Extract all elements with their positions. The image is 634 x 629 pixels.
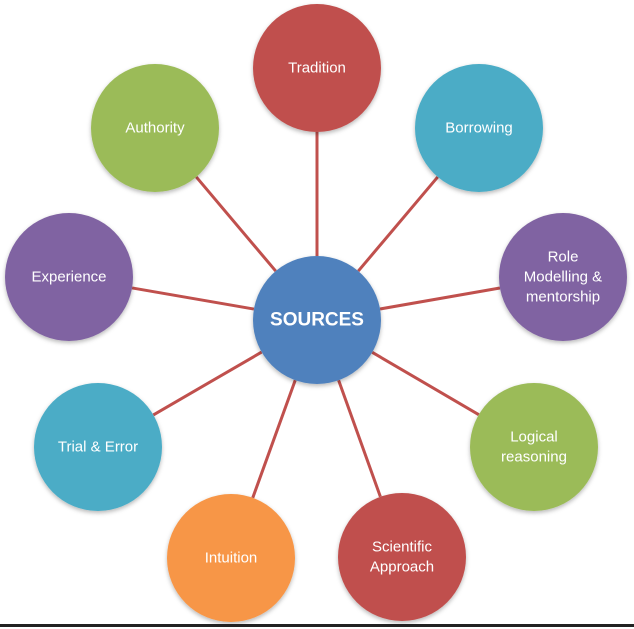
node-logical-reasoning: Logical reasoning (470, 383, 598, 511)
connector-trial-error (152, 350, 263, 417)
connector-experience (131, 286, 255, 311)
node-label-trial-error: Trial & Error (58, 439, 138, 456)
bottom-divider (0, 624, 634, 627)
node-circle-trial-error (34, 383, 162, 511)
node-circle-scientific-approach (338, 493, 466, 621)
connector-lines (131, 132, 501, 499)
node-tradition: Tradition (253, 4, 381, 132)
node-circle-authority (91, 64, 219, 192)
node-label-intuition: Intuition (205, 550, 258, 567)
connector-role-modelling (379, 286, 501, 311)
node-label-role-modelling-line-1: Role (548, 249, 579, 266)
connector-intuition (251, 379, 297, 499)
center-node: SOURCES (253, 256, 381, 384)
node-circle-tradition (253, 4, 381, 132)
node-label-borrowing: Borrowing (445, 120, 513, 137)
node-circle-intuition (167, 494, 295, 622)
node-borrowing: Borrowing (415, 64, 543, 192)
node-label-role-modelling-line-2: Modelling & (524, 269, 602, 286)
node-label-scientific-approach-line-2: Approach (370, 559, 434, 576)
center-label: SOURCES (270, 310, 364, 331)
connector-scientific-approach (337, 379, 382, 498)
node-intuition: Intuition (167, 494, 295, 622)
connector-borrowing (357, 175, 439, 273)
node-label-logical-reasoning-line-1: Logical (510, 429, 558, 446)
node-circle-borrowing (415, 64, 543, 192)
node-label-authority: Authority (125, 120, 185, 137)
node-circle-logical-reasoning (470, 383, 598, 511)
connector-logical-reasoning (371, 351, 480, 416)
connector-authority (195, 175, 277, 273)
node-circle-experience (5, 213, 133, 341)
center-circle (253, 256, 381, 384)
node-trial-error: Trial & Error (34, 383, 162, 511)
node-label-logical-reasoning-line-2: reasoning (501, 449, 567, 466)
node-label-role-modelling-line-3: mentorship (526, 289, 600, 306)
node-label-tradition: Tradition (288, 60, 346, 77)
node-circle-role-modelling (499, 213, 627, 341)
node-label-scientific-approach-line-1: Scientific (372, 539, 433, 556)
node-experience: Experience (5, 213, 133, 341)
node-authority: Authority (91, 64, 219, 192)
node-label-experience: Experience (31, 269, 106, 286)
